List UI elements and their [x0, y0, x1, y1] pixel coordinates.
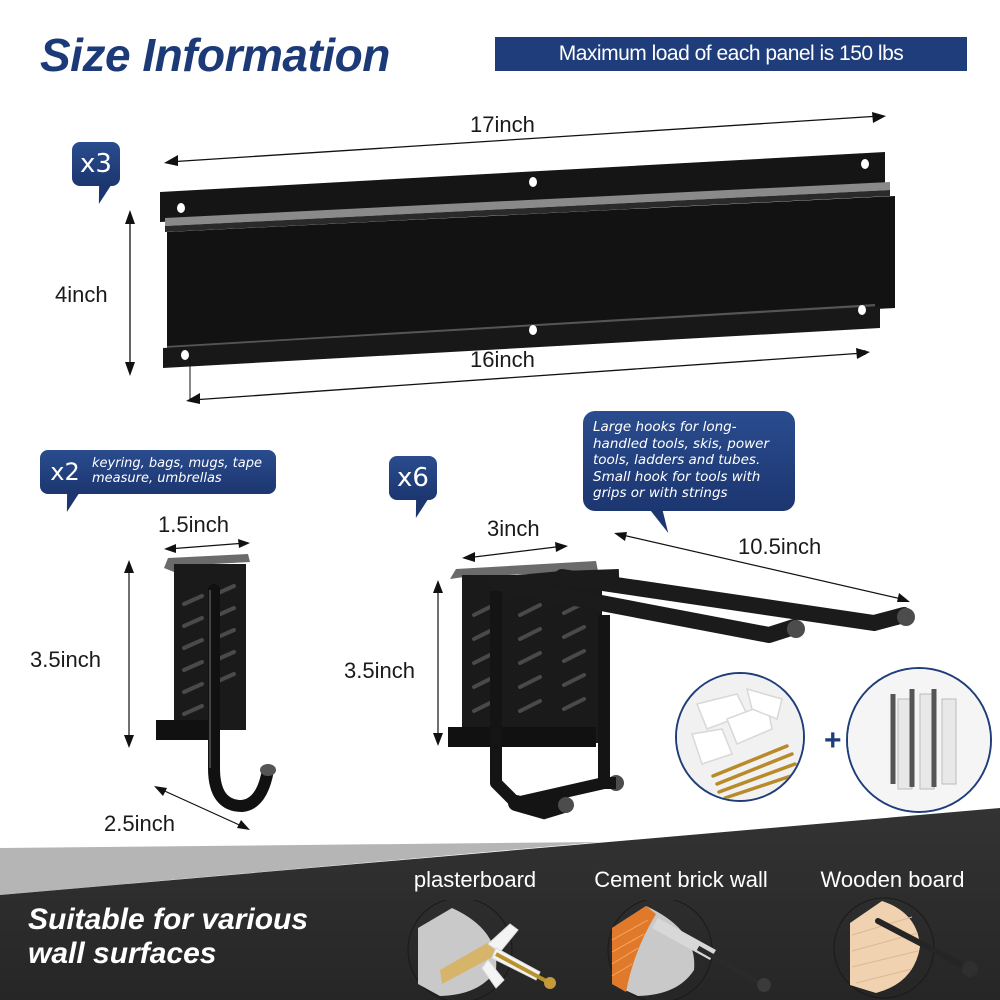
panel-quantity-badge: x3: [72, 142, 120, 204]
small-hook-height-arrow: [124, 560, 134, 748]
panel-top-width-label: 17inch: [470, 112, 535, 137]
large-hook-height-arrow: [433, 580, 443, 746]
wall-panel-image: [160, 152, 895, 368]
surface-label-wooden-board: Wooden board: [820, 867, 965, 892]
small-hook-uses: keyring, bags, mugs, tape measure, umbre…: [92, 456, 262, 486]
cement-brick-wall-icon: [607, 900, 771, 1000]
small-hook-quantity: x2: [50, 458, 80, 486]
large-hook-height-label: 3.5inch: [344, 658, 415, 683]
page-title: Size Information: [40, 29, 390, 81]
surfaces-heading: Suitable for various wall surfaces: [28, 903, 308, 971]
small-hook-info-badge: x2 keyring, bags, mugs, tape measure, um…: [40, 450, 276, 512]
large-hook-quantity-badge: x6: [389, 456, 437, 518]
panel-height-dimension-arrow: [125, 210, 135, 376]
small-hook-height-label: 3.5inch: [30, 647, 101, 672]
expansion-bolts-image: [846, 667, 992, 813]
panel-height-label: 4inch: [55, 282, 108, 307]
anchors-screws-image: [675, 672, 805, 802]
panel-top-dimension-arrow: [164, 112, 886, 166]
panel-bottom-width-label: 16inch: [470, 347, 535, 372]
surface-label-plasterboard: plasterboard: [413, 867, 537, 892]
surfaces-heading-line1: Suitable for various: [28, 903, 309, 936]
large-hook-image: [448, 561, 915, 820]
wooden-board-icon: [833, 897, 978, 999]
max-load-banner: Maximum load of each panel is 150 lbs: [495, 37, 967, 71]
panel-bottom-dimension-arrow: [186, 348, 870, 404]
small-hook-depth-arrow: [154, 786, 250, 830]
surface-label-cement-brick-wall: Cement brick wall: [594, 867, 768, 892]
panel-quantity: x3: [80, 149, 112, 179]
large-hook-width-arrow: [462, 542, 568, 562]
plus-symbol: +: [824, 724, 842, 757]
large-hook-length-label: 10.5inch: [738, 534, 822, 559]
small-hook-width-label: 1.5inch: [158, 512, 229, 537]
plasterboard-icon: [407, 900, 556, 1000]
large-hook-quantity: x6: [397, 463, 429, 493]
surfaces-heading-line2: wall surfaces: [28, 937, 217, 970]
large-hook-width-label: 3inch: [487, 516, 540, 541]
large-hook-uses: Large hooks for long-handled tools, skis…: [593, 419, 769, 501]
small-hook-width-arrow: [164, 539, 250, 553]
small-hook-depth-label: 2.5inch: [104, 811, 175, 836]
large-hook-length-arrow: [614, 532, 910, 602]
small-hook-image: [156, 554, 276, 813]
large-hook-info-badge: Large hooks for long-handled tools, skis…: [583, 411, 795, 533]
